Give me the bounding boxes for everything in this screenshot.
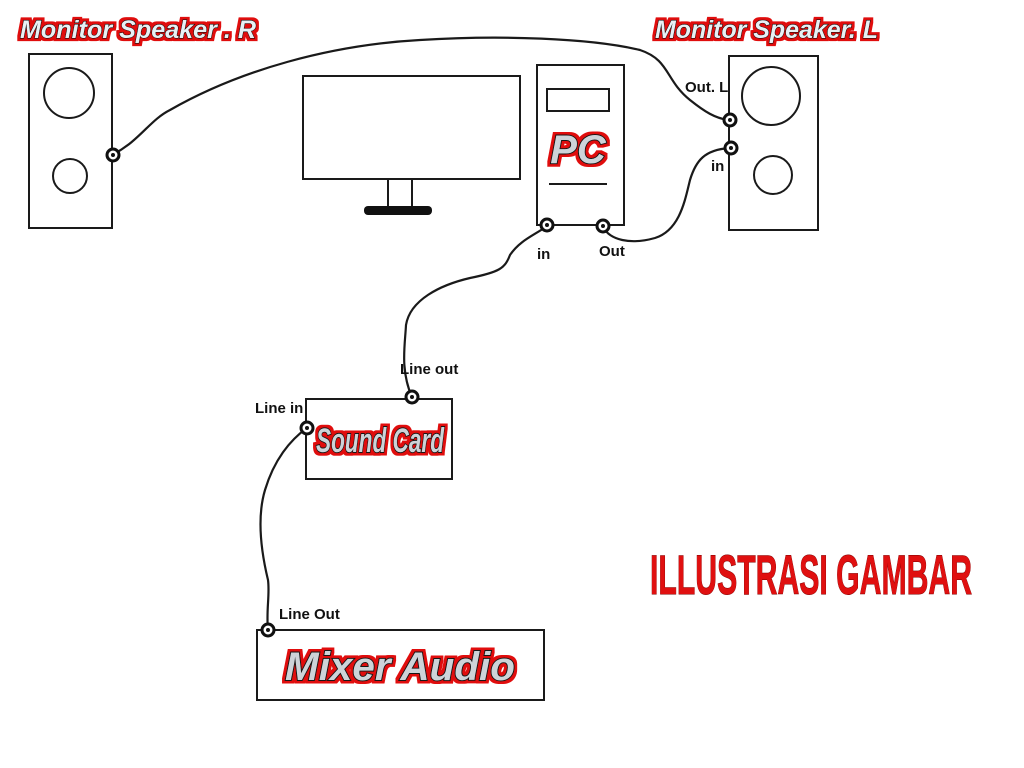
diagram-title: ILLUSTRASI GAMBAR [650,543,972,606]
port-label-speaker-left-in: in [711,158,724,175]
pc-drive-bay [546,88,610,112]
speaker-right [28,53,113,229]
speaker-right-woofer [43,67,95,119]
jack-sound-card-line-in [299,420,315,436]
cable-mixer-to-soundcard [259,426,309,632]
pc-tower: PC [536,64,625,226]
pc-case [536,64,625,226]
jack-pc-out [595,218,611,234]
mixer-box [256,629,545,701]
port-label-pc-out: Out [599,243,625,260]
speaker-left-woofer [741,66,801,126]
cable-soundcard-to-pc-in [403,224,549,399]
pc-label: PC [550,128,607,172]
jack-speaker-left-out [722,112,738,128]
speaker-left-tweeter [753,155,793,195]
speaker-right-cabinet [28,53,113,229]
jack-speaker-left-in [723,140,739,156]
jack-speaker-right [105,147,121,163]
speaker-left-cabinet [728,55,819,231]
speaker-left [728,55,819,231]
cable-speaker-r-to-speaker-l [112,36,730,156]
port-label-sound-card-line-out: Line out [400,361,458,378]
jack-mixer-line-out [260,622,276,638]
sound-card: Sound Card [305,398,453,480]
speaker-right-tweeter [52,158,88,194]
jack-pc-in [539,217,555,233]
sound-card-label: Sound Card [316,422,445,460]
speaker-right-title: Monitor Speaker . R [20,16,256,44]
cable-pc-out-to-speaker-l-in [601,146,731,243]
monitor [302,75,521,215]
port-label-pc-in: in [537,246,550,263]
sound-card-box [305,398,453,480]
monitor-screen [302,75,521,180]
jack-sound-card-line-out [404,389,420,405]
port-label-mixer-line-out: Line Out [279,606,340,623]
port-label-speaker-left-out: Out. L [685,79,728,96]
mixer-label: Mixer Audio [285,645,515,689]
port-label-sound-card-line-in: Line in [255,400,303,417]
monitor-base [364,206,432,215]
speaker-left-title: Monitor Speaker. L [655,16,878,44]
mixer-audio: Mixer Audio [256,629,545,701]
